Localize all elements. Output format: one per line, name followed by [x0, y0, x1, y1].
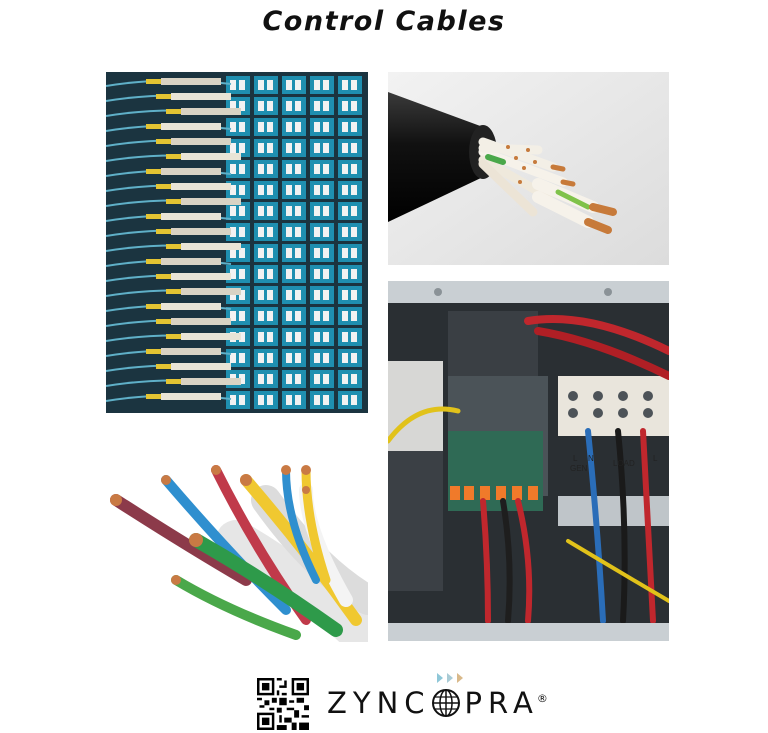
- electrical-control-panel-icon: L N GEN LOAD L: [388, 281, 669, 641]
- panel-label-gen: GEN: [570, 464, 588, 473]
- registered-mark: ®: [536, 692, 548, 705]
- colored-wires-image: [106, 430, 368, 642]
- colored-wires-icon: [106, 430, 368, 642]
- electrical-control-panel-image: L N GEN LOAD L: [388, 281, 669, 641]
- panel-label-l1: L: [573, 454, 578, 463]
- page-title: Control Cables: [262, 6, 506, 37]
- panel-label-load: LOAD: [613, 459, 635, 468]
- qr-code-icon: [257, 678, 309, 730]
- brand-text-left: ZYNC: [327, 686, 431, 720]
- panel-label-l2: L: [653, 454, 658, 463]
- brand-arrows-icon: [437, 673, 463, 683]
- brand-logo: ZYNC PRA ®: [327, 686, 548, 720]
- footer: ZYNC PRA ®: [0, 672, 768, 732]
- brand-text-right: PRA: [464, 686, 539, 720]
- fiber-optic-patch-panel-image: [106, 72, 368, 413]
- multicore-cable-image: [388, 72, 669, 265]
- fiber-optic-patch-panel-icon: [106, 72, 368, 413]
- panel-label-n1: N: [588, 454, 594, 463]
- globe-icon: [431, 689, 460, 717]
- multicore-cable-icon: [388, 72, 669, 265]
